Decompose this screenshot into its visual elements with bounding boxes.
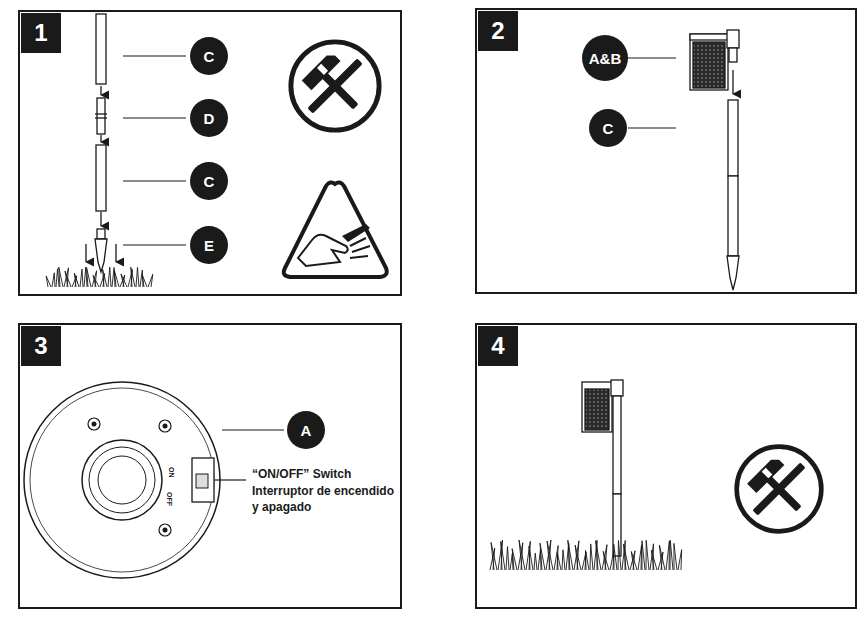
screw xyxy=(88,418,100,430)
callout-circle: E xyxy=(190,226,228,264)
base-disc xyxy=(24,382,220,578)
step-number-box: 2 xyxy=(478,11,518,51)
light-housing xyxy=(690,34,728,90)
callout-letter: E xyxy=(204,238,214,253)
cut-warning-icon xyxy=(284,182,387,277)
disc-rim xyxy=(30,388,214,572)
connector-piece xyxy=(97,98,105,134)
disc-outline xyxy=(24,382,220,578)
screw-head xyxy=(92,422,97,427)
callout-letter: C xyxy=(204,174,215,189)
panel-frame xyxy=(19,324,401,608)
connector-ring xyxy=(95,113,107,114)
switch-label: “ON/OFF” Switch xyxy=(252,466,351,482)
callout-circle: A&B xyxy=(582,35,629,82)
leader-line xyxy=(123,55,186,56)
switch-position: ON xyxy=(167,467,176,478)
grass-blades xyxy=(490,540,682,570)
light-cap xyxy=(690,34,728,40)
light-socket xyxy=(729,48,737,62)
grass xyxy=(46,267,153,287)
step-number-box: 1 xyxy=(21,13,61,53)
step-number-box: 3 xyxy=(21,326,61,366)
installed-light xyxy=(582,380,623,556)
switch-label-spanish: Interruptor de encendido y apagado xyxy=(252,483,402,515)
step-number: 4 xyxy=(491,334,504,358)
leader-line xyxy=(222,429,284,430)
leader-lines xyxy=(123,56,186,245)
callout-circle: C xyxy=(589,109,627,147)
light-head xyxy=(690,30,739,90)
light-arm xyxy=(727,30,739,48)
step-number-box: 4 xyxy=(478,326,518,366)
grass-blades xyxy=(46,267,153,287)
screw xyxy=(159,420,171,432)
pole-section xyxy=(96,145,106,211)
callout-letter: C xyxy=(603,121,614,136)
switch-position: OFF xyxy=(165,492,174,506)
callout-circle: A xyxy=(287,411,325,449)
callout-circle: C xyxy=(190,162,228,200)
assembled-pole xyxy=(727,100,739,290)
ground-stake xyxy=(727,256,739,290)
light-housing xyxy=(582,382,612,432)
panel-frame xyxy=(476,9,856,293)
battery-ring xyxy=(89,447,155,513)
step-number: 1 xyxy=(34,21,47,45)
pole-section xyxy=(613,396,621,494)
pole-section xyxy=(728,100,738,176)
no-hammer-icon xyxy=(737,447,822,532)
switch-housing xyxy=(192,458,214,502)
step-number: 3 xyxy=(34,334,47,358)
no-hammer-icon xyxy=(291,42,379,130)
push-arrow xyxy=(115,244,116,262)
battery-ring xyxy=(82,440,162,520)
leader-line xyxy=(123,117,186,118)
screw-head xyxy=(163,528,168,533)
step-number: 2 xyxy=(491,19,504,43)
leader-line xyxy=(123,244,186,245)
pole-assembly xyxy=(86,14,116,272)
leader-line xyxy=(215,479,246,480)
callout-letter: A xyxy=(301,423,312,438)
battery-ring xyxy=(98,456,146,504)
light-arm xyxy=(611,380,623,396)
light-grille xyxy=(585,389,609,430)
assembly-arrow xyxy=(100,86,101,95)
stake-top xyxy=(97,229,105,239)
connector-ring xyxy=(95,117,107,118)
assembly-arrow xyxy=(100,212,101,226)
screw-head xyxy=(163,424,168,429)
callout-letter: C xyxy=(204,49,215,64)
assembly-arrow xyxy=(732,70,733,94)
callout-letter: D xyxy=(204,111,215,126)
panel-frame xyxy=(476,324,856,608)
assembly-arrow xyxy=(100,135,101,142)
switch-slider xyxy=(196,474,208,488)
callout-circle: D xyxy=(190,99,228,137)
ground-stake xyxy=(95,239,107,272)
leader-line xyxy=(628,127,676,128)
leader-line xyxy=(123,180,186,181)
screw xyxy=(159,524,171,536)
leader-lines xyxy=(626,58,676,128)
panel-frames xyxy=(19,9,856,608)
callout-circle: C xyxy=(190,37,228,75)
callout-letter: A&B xyxy=(589,51,622,66)
pole-section xyxy=(96,14,106,84)
pole-section xyxy=(728,176,738,256)
light-grille xyxy=(693,42,725,88)
push-arrow xyxy=(85,244,86,262)
grass xyxy=(490,540,682,570)
leader-line xyxy=(626,57,676,58)
panel-frame xyxy=(19,11,401,295)
